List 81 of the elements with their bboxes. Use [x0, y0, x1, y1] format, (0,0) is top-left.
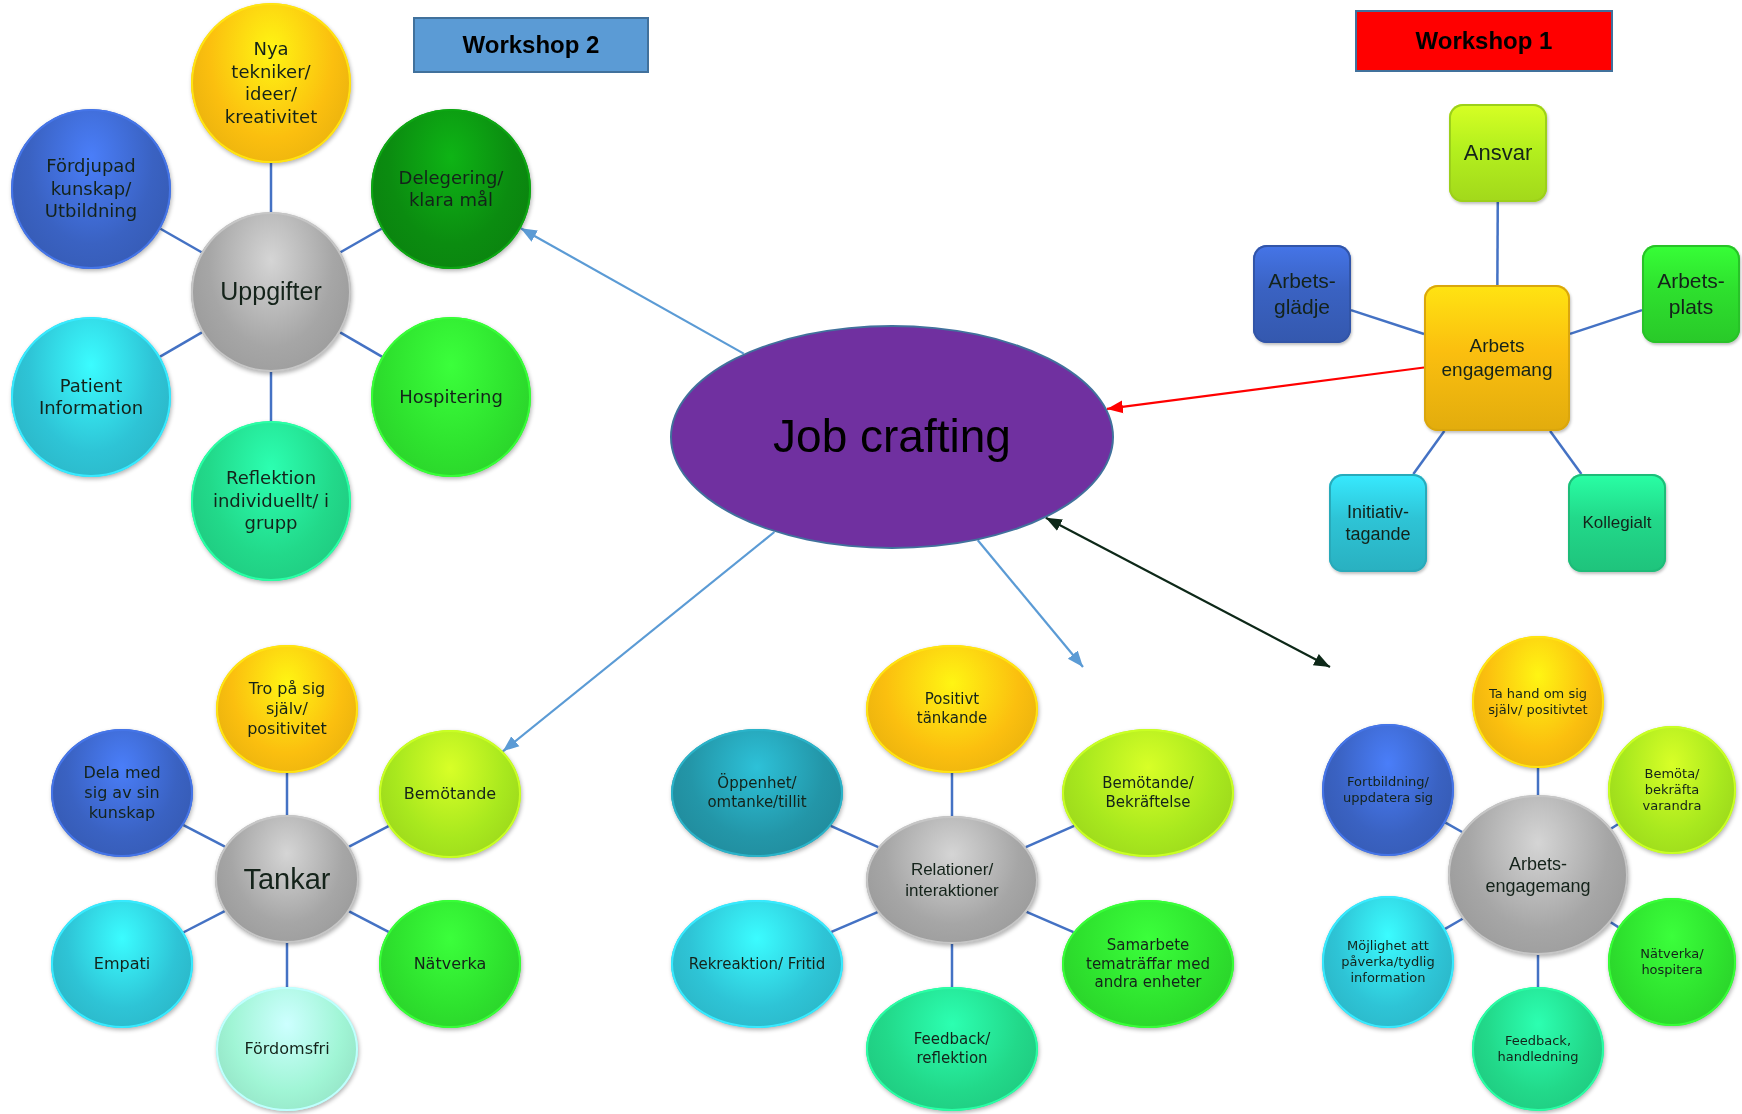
arrow [976, 539, 1084, 668]
node-label: Feedback/ reflektion [912, 1030, 992, 1068]
node-label: Tankar [242, 861, 332, 897]
bubble-node [1608, 898, 1736, 1026]
node-label: Arbets- glädje [1267, 267, 1337, 320]
connector-line [1444, 917, 1464, 930]
connector-line [1496, 202, 1499, 285]
connector-line [183, 909, 226, 934]
connector-line [182, 823, 226, 848]
node-label: Delegering/ klara mål [397, 166, 505, 212]
node-label: Initiativ- tagande [1344, 500, 1412, 546]
node-label: Job crafting [772, 409, 1012, 465]
hub-bubble [1448, 795, 1628, 955]
node-label: Patient Information [37, 374, 145, 420]
node-label: Öppenhet/ omtanke/tillit [706, 774, 808, 812]
workshop-banner [413, 17, 649, 73]
connector-line [1412, 430, 1446, 475]
connector-line [950, 944, 954, 987]
workshop-title: Workshop 2 [461, 30, 601, 60]
node-label: Fördomsfri [243, 1039, 331, 1059]
node-label: Bemötande [402, 784, 498, 804]
workshop-title: Workshop 1 [1414, 26, 1554, 56]
node-label: Ansvar [1462, 139, 1534, 167]
connector-line [348, 824, 390, 848]
connector-line [339, 331, 383, 358]
connector-line [159, 331, 203, 358]
rounded-square-node [1449, 104, 1547, 202]
arrow [1045, 516, 1331, 668]
connector-line [1025, 824, 1075, 849]
connector-line [1536, 955, 1540, 987]
arrow [1106, 366, 1425, 414]
arrow [502, 531, 776, 753]
connector-line [269, 372, 273, 421]
node-label: Dela med sig av sin kunskap [82, 763, 162, 823]
node-label: Rekreaktion/ Fritid [687, 954, 827, 974]
connector-line [1350, 308, 1425, 336]
rounded-square-node [1329, 474, 1427, 572]
node-label: Positivt tänkande [915, 690, 989, 728]
node-label: Arbets- engagemang [1484, 852, 1592, 898]
connector-line [830, 824, 879, 849]
node-label: Bemöta/ bekräfta varandra [1641, 765, 1703, 815]
connector-line [1026, 910, 1074, 934]
connector-line [285, 943, 289, 987]
node-label: Nätverka/ hospitera [1639, 945, 1705, 979]
workshop-banner [1355, 10, 1613, 72]
node-label: Arbets engagemang [1440, 334, 1554, 382]
node-label: Nya tekniker/ ideer/ kreativitet [223, 38, 319, 128]
connector-line [1444, 821, 1463, 834]
connector-line [339, 227, 383, 254]
node-label: Samarbete tematräffar med andra enheter [1085, 935, 1211, 993]
connector-line [950, 773, 954, 816]
rounded-square-node [1642, 245, 1740, 343]
node-label: Fördjupad kunskap/ Utbildning [43, 155, 139, 223]
node-label: Uppgifter [219, 276, 323, 308]
connector-line [269, 163, 273, 212]
rounded-square-node [1253, 245, 1351, 343]
node-label: Ta hand om sig själv/ positivtet [1488, 685, 1588, 719]
node-label: Hospitering [398, 385, 504, 409]
connector-line [159, 227, 203, 254]
arrow [520, 227, 745, 355]
node-label: Reflektion individuellt/ i grupp [211, 467, 331, 535]
node-label: Bemötande/ Bekräftelse [1101, 774, 1195, 812]
bubble-node [1608, 726, 1736, 854]
connector-line [348, 910, 390, 934]
connector-line [1569, 309, 1643, 336]
node-label: Kollegialt [1581, 512, 1653, 534]
node-label: Empati [92, 954, 152, 974]
node-label: Relationer/ interaktioner [904, 858, 1000, 902]
rounded-square-node [1424, 285, 1570, 431]
connector-line [1536, 768, 1540, 795]
node-label: Arbets- plats [1656, 267, 1726, 320]
node-label: Feedback, handledning [1496, 1032, 1580, 1066]
node-label: Möjlighet att påverka/tydlig information [1340, 937, 1436, 987]
connector-line [285, 773, 289, 815]
node-label: Nätverka [412, 954, 488, 974]
hub-bubble [215, 815, 359, 943]
rounded-square-node [1568, 474, 1666, 572]
connector-line [830, 910, 879, 934]
connector-line [1549, 430, 1583, 475]
node-label: Fortbildning/ uppdatera sig [1341, 773, 1435, 807]
node-label: Tro på sig själv/ positivitet [246, 679, 328, 739]
